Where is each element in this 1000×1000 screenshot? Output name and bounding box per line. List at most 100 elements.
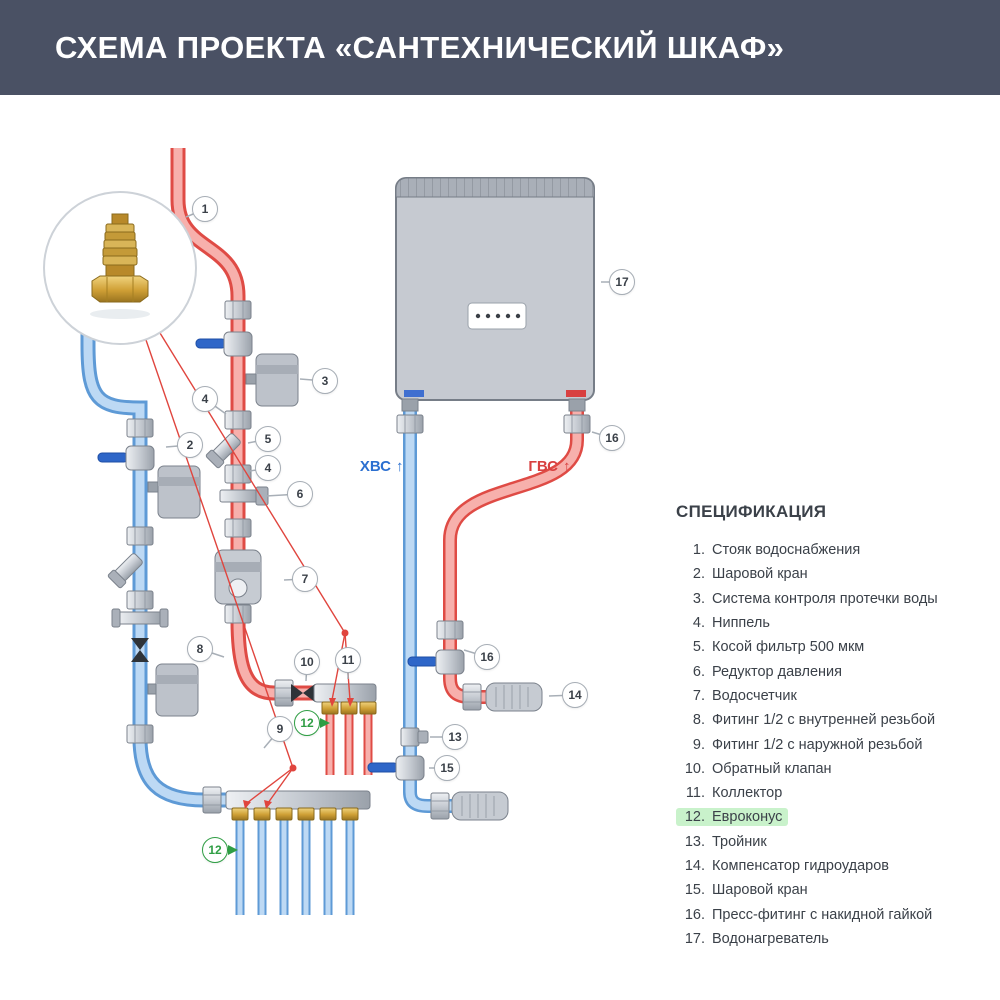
spec-item-number: 8. — [692, 712, 705, 729]
spec-item: 11. Коллектор — [676, 781, 996, 805]
spec-item-label: Пресс-фитинг с накидной гайкой — [712, 906, 933, 923]
spec-item-row: 4. Ниппель — [676, 614, 776, 632]
spec-item: 13. Тройник — [676, 830, 996, 854]
spec-item-label: Компенсатор гидроударов — [712, 858, 889, 874]
euroconus-fitting-icon — [321, 701, 339, 715]
leader-dot — [289, 764, 297, 772]
hot-supply-label: ГВС — [528, 458, 558, 475]
leak-control-module-icon — [157, 465, 201, 519]
page-title: СХЕМА ПРОЕКТА «САНТЕХНИЧЕСКИЙ ШКАФ» — [55, 29, 785, 65]
specification-title: СПЕЦИФИКАЦИЯ — [676, 502, 827, 521]
water-heater — [395, 177, 595, 412]
euroconus-fitting-icon — [359, 701, 377, 715]
spec-item-number: 17. — [684, 930, 705, 947]
spec-item-label: Стояк водоснабжения — [712, 542, 861, 559]
spec-item-number: 16. — [684, 906, 705, 923]
spec-item-number: 9. — [692, 736, 705, 753]
spec-item-row: 5. Косой фильтр 500 мкм — [676, 638, 870, 656]
hot-port-marker — [566, 390, 586, 397]
water-hammer-arrestor-icon — [451, 791, 509, 821]
spec-item-number: 11. — [685, 785, 705, 802]
hot-riser-fittings — [195, 300, 299, 624]
spec-item: 15. Шаровой кран — [676, 878, 996, 902]
press-fitting-icon — [563, 414, 591, 434]
spec-item-row: 14.Компенсатор гидроударов — [676, 857, 895, 875]
spec-item-number: 5. — [692, 639, 705, 656]
cold-heater-pipe — [403, 404, 454, 813]
spec-item: 3. Система контроля протечки воды — [676, 587, 996, 611]
spec-item-label: Коллектор — [712, 785, 783, 802]
page-header: СХЕМА ПРОЕКТА «САНТЕХНИЧЕСКИЙ ШКАФ» — [0, 0, 1000, 95]
spec-item-number: 7. — [692, 687, 705, 704]
pipes — [80, 148, 584, 915]
spec-item: 7.Водосчетчик — [676, 684, 996, 708]
cold-collector — [202, 786, 371, 821]
spec-item-row: 12. Евроконус — [676, 808, 789, 827]
spec-item-number: 15. — [684, 882, 705, 899]
hot-collector — [274, 679, 377, 715]
spec-item-row: 1. Стояк водоснабжения — [676, 541, 866, 559]
spec-list: 1. Стояк водоснабжения 2.Шаровой кран 3. С… — [676, 538, 996, 951]
spec-item-label: Шаровой кран — [712, 882, 808, 899]
spec-item-row: 8. Фитинг 1/2 с внутренней резьбой — [676, 711, 941, 729]
spec-item: 4. Ниппель — [676, 611, 996, 635]
spec-item-row: 16. Пресс-фитинг с накидной гайкой — [676, 906, 938, 924]
leader-dot — [341, 629, 349, 637]
euroconus-photo-icon — [90, 213, 150, 319]
leader-arrow-icon — [347, 698, 354, 707]
hot-riser-pipe — [170, 148, 374, 701]
spec-item-label: Фитинг 1/2 с внутренней резьбой — [712, 712, 936, 729]
spec-item-number: 4. — [692, 615, 705, 632]
water-meter-icon — [214, 549, 262, 605]
spec-item-row: 7.Водосчетчик — [676, 687, 803, 705]
spec-item-label: Система контроля протечки воды — [712, 590, 938, 607]
spec-item-row: 13. Тройник — [676, 833, 773, 851]
spec-item-label: Фитинг 1/2 с наружной резьбой — [712, 736, 923, 753]
cold-supply-arrow-icon: ↑ — [396, 458, 404, 475]
spec-item-row: 15. Шаровой кран — [676, 881, 814, 899]
hot-heater-pipe — [443, 404, 584, 704]
euroconus-fitting-icon — [341, 807, 359, 821]
spec-item: 2.Шаровой кран — [676, 562, 996, 586]
spec-item-label: Евроконус — [712, 809, 783, 826]
euroconus-inset — [43, 191, 197, 345]
spec-item-row: 3. Система контроля протечки воды — [676, 590, 944, 608]
spec-item-number: 10. — [684, 760, 705, 777]
spec-item-number: 3. — [692, 590, 705, 607]
spec-item: 9. Фитинг 1/2 с наружной резьбой — [676, 732, 996, 756]
spec-item: 17. Водонагреватель — [676, 927, 996, 951]
spec-item-number: 1. — [692, 542, 705, 559]
euroconus-fitting-icon — [319, 807, 337, 821]
hot-manifold-outlets — [325, 712, 373, 775]
spec-item-label: Водонагреватель — [712, 930, 829, 947]
leak-control-module-icon — [255, 353, 299, 407]
press-fitting-icon — [436, 620, 464, 640]
spec-item: 6.Редуктор давления — [676, 659, 996, 683]
spec-item-label: Тройник — [712, 833, 767, 850]
spec-item-label: Обратный клапан — [712, 760, 832, 777]
spec-item-row: 6.Редуктор давления — [676, 663, 848, 681]
spec-item-label: Ниппель — [712, 615, 770, 632]
spec-item-number: 6. — [692, 663, 705, 680]
spec-item-label: Косой фильтр 500 мкм — [712, 639, 865, 656]
euroconus-fitting-icon — [231, 807, 249, 821]
tee-fitting-icon — [400, 727, 429, 747]
heater-control-panel — [467, 302, 527, 330]
cold-riser-fittings — [97, 418, 201, 744]
cold-manifold-outlets — [235, 820, 355, 915]
spec-item: 16. Пресс-фитинг с накидной гайкой — [676, 902, 996, 926]
spec-item-number: 12. — [684, 809, 705, 826]
spec-item: 8. Фитинг 1/2 с внутренней резьбой — [676, 708, 996, 732]
cold-port-marker — [404, 390, 424, 397]
ball-valve-icon — [97, 445, 155, 471]
cold-riser-pipe — [80, 230, 370, 808]
water-hammer-arrestor-icon — [485, 682, 543, 712]
spec-item: 1. Стояк водоснабжения — [676, 538, 996, 562]
spec-item: 5. Косой фильтр 500 мкм — [676, 635, 996, 659]
leader-arrow-icon — [329, 698, 336, 707]
spec-item-number: 13. — [684, 833, 705, 850]
leader-arrow-icon — [264, 800, 272, 809]
heater-piping-fittings — [367, 414, 591, 821]
spec-item-row: 11. Коллектор — [676, 784, 788, 802]
